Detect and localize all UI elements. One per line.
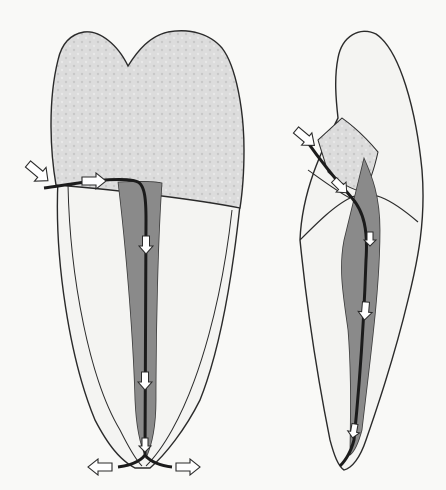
tooth-diagram-figure [0,0,446,490]
